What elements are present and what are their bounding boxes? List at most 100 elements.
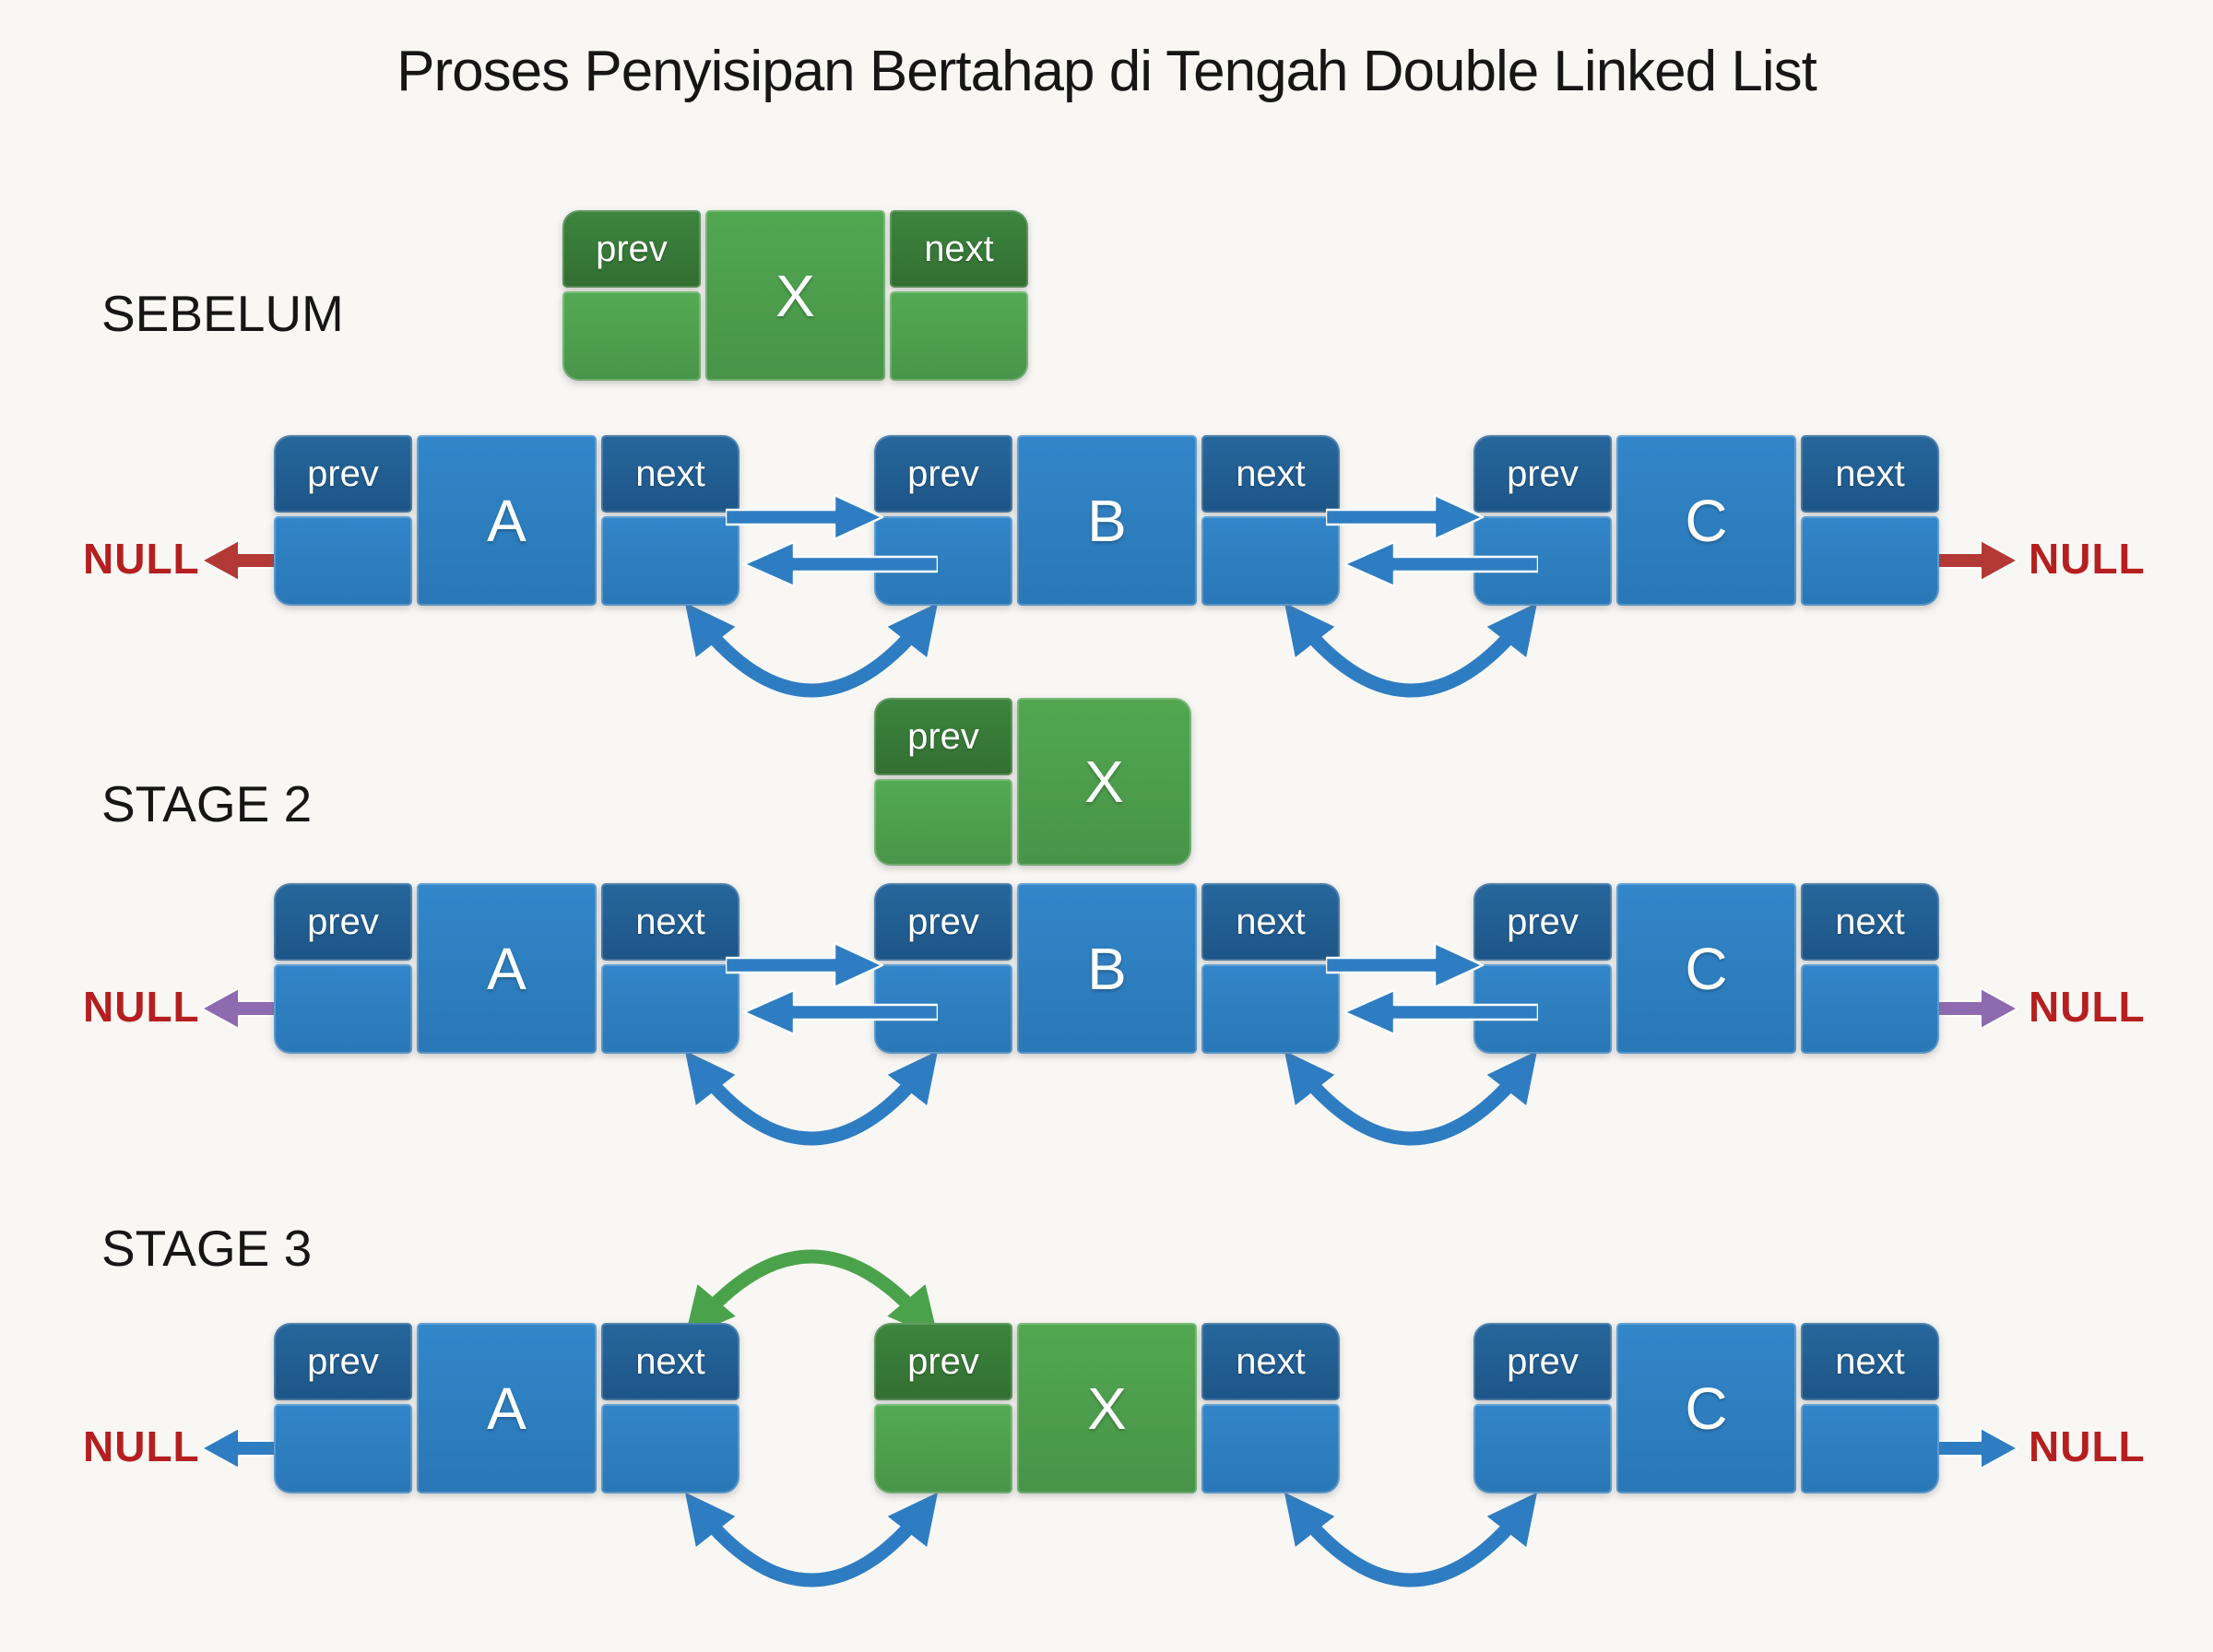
prev-pointer-label: prev xyxy=(874,435,1012,513)
prev-cell: prev xyxy=(874,883,1012,1054)
next-cell: next xyxy=(1801,435,1939,606)
page-title: Proses Penyisipan Bertahap di Tengah Dou… xyxy=(396,40,1817,103)
next-pointer-label: next xyxy=(1201,883,1340,961)
next-pointer-slot xyxy=(601,964,740,1054)
next-pointer-arrow xyxy=(1326,493,1485,541)
null-label-right: NULL xyxy=(2029,983,2146,1031)
link-arc-arrow xyxy=(1284,1050,1538,1146)
prev-cell: prev xyxy=(1473,883,1612,1054)
null-arrow-right xyxy=(1929,539,2018,582)
inserted-node-x-stage3: prev X next xyxy=(874,1323,1340,1493)
next-pointer-label: next xyxy=(1801,435,1939,513)
next-cell: next xyxy=(601,435,740,606)
prev-cell: prev xyxy=(874,698,1012,866)
prev-pointer-slot xyxy=(274,516,412,606)
next-pointer-arrow xyxy=(726,941,884,989)
null-arrow-right xyxy=(1929,987,2018,1030)
link-arc-arrow xyxy=(684,1050,939,1146)
node-value: X xyxy=(705,210,885,381)
list-node-a-stage1: prev A next xyxy=(274,435,740,606)
prev-pointer-label: prev xyxy=(874,883,1012,961)
prev-pointer-label: prev xyxy=(874,698,1012,775)
prev-pointer-label: prev xyxy=(1473,435,1612,513)
list-node-c-stage2: prev C next xyxy=(1473,883,1939,1054)
null-label-left: NULL xyxy=(83,983,200,1031)
next-pointer-slot xyxy=(1201,516,1340,606)
next-pointer-slot xyxy=(1801,1404,1939,1493)
null-label-left: NULL xyxy=(83,1422,200,1470)
prev-cell: prev xyxy=(1473,1323,1612,1493)
next-cell: next xyxy=(1201,435,1340,606)
node-value: A xyxy=(417,883,597,1054)
next-pointer-slot xyxy=(1201,964,1340,1054)
next-pointer-label: next xyxy=(1801,883,1939,961)
prev-pointer-label: prev xyxy=(274,1323,412,1400)
prev-pointer-slot xyxy=(1473,1404,1612,1493)
node-value: C xyxy=(1616,435,1796,606)
node-value: X xyxy=(1017,698,1191,866)
prev-pointer-arrow xyxy=(742,540,938,588)
list-node-c-stage1: prev C next xyxy=(1473,435,1939,606)
prev-cell: prev xyxy=(274,883,412,1054)
null-label-left: NULL xyxy=(83,535,200,583)
next-pointer-label: next xyxy=(601,1323,740,1400)
list-node-a-stage2: prev A next xyxy=(274,883,740,1054)
node-value: X xyxy=(1017,1323,1197,1493)
stage-label-stage3: STAGE 3 xyxy=(101,1220,313,1277)
prev-pointer-label: prev xyxy=(274,435,412,513)
list-node-b-stage1: prev B next xyxy=(874,435,1340,606)
null-label-right: NULL xyxy=(2029,1422,2146,1470)
next-pointer-arrow xyxy=(726,493,884,541)
next-pointer-slot xyxy=(1801,964,1939,1054)
node-value: C xyxy=(1616,1323,1796,1493)
node-value: C xyxy=(1616,883,1796,1054)
floating-node-x-stage2: prev X xyxy=(874,698,1191,866)
link-arc-arrow xyxy=(1284,1492,1538,1587)
link-arc-arrow xyxy=(1284,602,1538,698)
prev-cell: prev xyxy=(1473,435,1612,606)
floating-node-x-stage1: prev X next xyxy=(562,210,1028,381)
next-cell: next xyxy=(601,883,740,1054)
prev-pointer-label: prev xyxy=(562,210,701,288)
prev-cell: prev xyxy=(562,210,701,381)
next-cell: next xyxy=(1201,883,1340,1054)
next-cell: next xyxy=(1801,883,1939,1054)
list-node-a-stage3: prev A next xyxy=(274,1323,740,1493)
next-pointer-label: next xyxy=(890,210,1028,288)
prev-pointer-slot xyxy=(562,291,701,381)
prev-cell: prev xyxy=(274,1323,412,1493)
list-node-c-stage3: prev C next xyxy=(1473,1323,1939,1493)
list-node-b-stage2: prev B next xyxy=(874,883,1340,1054)
prev-pointer-arrow xyxy=(742,988,938,1036)
next-cell: next xyxy=(1201,1323,1340,1493)
prev-pointer-label: prev xyxy=(1473,1323,1612,1400)
link-arc-arrow xyxy=(684,602,939,698)
null-label-right: NULL xyxy=(2029,535,2146,583)
next-cell: next xyxy=(1801,1323,1939,1493)
next-pointer-label: next xyxy=(1201,1323,1340,1400)
next-pointer-slot xyxy=(1201,1404,1340,1493)
new-link-arc-arrow xyxy=(684,1249,939,1339)
stage-label-sebelum: SEBELUM xyxy=(101,285,344,342)
next-cell: next xyxy=(601,1323,740,1493)
prev-pointer-slot xyxy=(874,779,1012,866)
next-pointer-arrow xyxy=(1326,941,1485,989)
node-value: A xyxy=(417,435,597,606)
prev-pointer-label: prev xyxy=(1473,883,1612,961)
next-pointer-label: next xyxy=(601,435,740,513)
prev-pointer-arrow xyxy=(1343,988,1538,1036)
prev-pointer-slot xyxy=(274,964,412,1054)
stage-label-stage2: STAGE 2 xyxy=(101,775,313,832)
link-arc-arrow xyxy=(684,1492,939,1587)
prev-pointer-arrow xyxy=(1343,540,1538,588)
node-value: A xyxy=(417,1323,597,1493)
next-pointer-label: next xyxy=(1801,1323,1939,1400)
null-arrow-right xyxy=(1929,1427,2018,1469)
prev-pointer-label: prev xyxy=(874,1323,1012,1400)
prev-cell: prev xyxy=(274,435,412,606)
next-pointer-label: next xyxy=(601,883,740,961)
prev-pointer-slot xyxy=(274,1404,412,1493)
next-pointer-slot xyxy=(601,516,740,606)
next-pointer-slot xyxy=(1801,516,1939,606)
next-pointer-label: next xyxy=(1201,435,1340,513)
